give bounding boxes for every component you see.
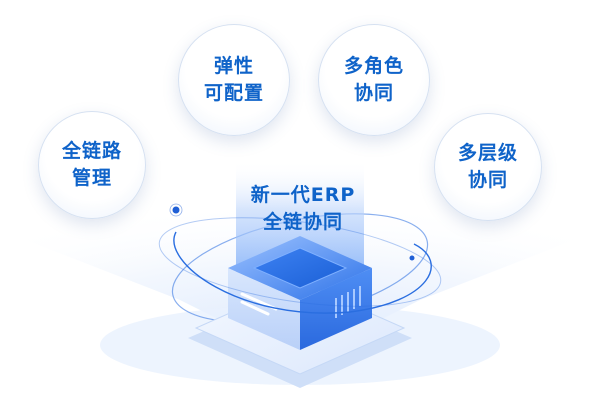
orbit-ring-front [173, 231, 432, 314]
center-title: 新一代ERP 全链协同 [228, 182, 378, 236]
center-title-line: 新一代ERP [250, 184, 356, 206]
chip-vents [335, 286, 361, 318]
orbit-node-left [172, 206, 180, 214]
bubble-line: 弹性 [213, 55, 254, 77]
bubble-multi-role: 多角色 协同 [318, 24, 430, 136]
chip-slot-2 [240, 300, 270, 316]
bubble-multi-level: 多层级 协同 [434, 113, 542, 221]
orbit-node-right [409, 255, 415, 261]
bubble-line: 管理 [71, 167, 112, 189]
center-title-line: 全链协同 [262, 211, 343, 233]
chip-top-inner [252, 247, 348, 289]
bubble-full-chain-management: 全链路 管理 [38, 111, 146, 219]
bubble-line: 多角色 [343, 55, 404, 77]
orbit-ring-outer [158, 217, 442, 307]
bubble-line: 协同 [353, 82, 394, 104]
bubble-flexible-config: 弹性 可配置 [178, 24, 290, 136]
bubble-line: 协同 [467, 169, 508, 191]
chip-left-side [228, 268, 300, 350]
bubble-line: 全链路 [61, 140, 122, 162]
bubble-line: 可配置 [203, 82, 264, 104]
bubble-line: 多层级 [457, 142, 518, 164]
